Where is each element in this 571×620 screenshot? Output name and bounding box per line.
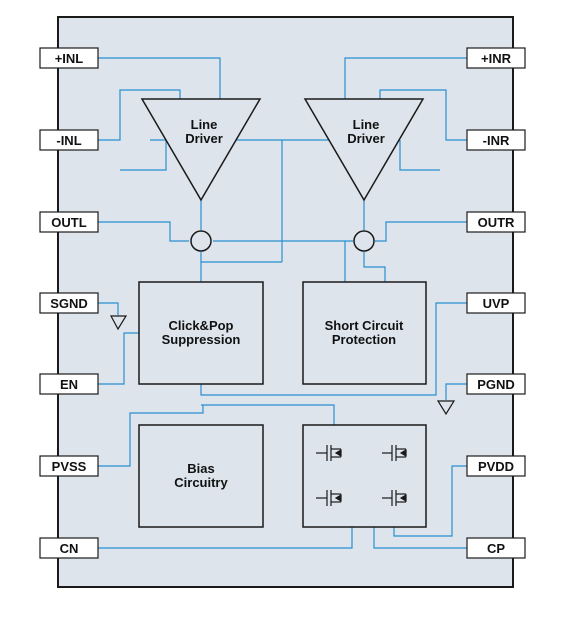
pin-box <box>466 47 526 69</box>
mosfet-icon <box>316 490 342 506</box>
pin-label-outr: OUTR <box>478 215 515 230</box>
pin-label-pgnd: PGND <box>477 377 515 392</box>
mosfet-icon <box>382 490 407 506</box>
click-pop-label-2: Suppression <box>162 332 241 347</box>
pin-label-pvss: PVSS <box>52 459 87 474</box>
pin-box <box>39 47 99 69</box>
pin-label-cp: CP <box>487 541 505 556</box>
bias-label-1: Bias <box>187 461 214 476</box>
line-driver-right-triangle <box>303 98 425 202</box>
pin-box <box>466 455 526 477</box>
ground-icon <box>109 315 128 331</box>
click-pop-label-1: Click&Pop <box>168 318 233 333</box>
pin-label-outl: OUTL <box>51 215 86 230</box>
mosfet-icon <box>316 445 342 461</box>
short-circuit-label-1: Short Circuit <box>325 318 404 333</box>
pin-label-inr-plus: +INR <box>481 51 512 66</box>
bias-block <box>138 424 264 528</box>
pin-box <box>39 537 99 559</box>
mosfet-icon <box>382 445 407 461</box>
chip-body <box>57 16 514 588</box>
line-driver-left-triangle <box>140 98 262 202</box>
pin-label-pvdd: PVDD <box>478 459 514 474</box>
pin-box <box>466 373 526 395</box>
line-driver-left-label-2: Driver <box>185 131 223 146</box>
pin-label-inl-plus: +INL <box>55 51 84 66</box>
pin-label-sgnd: SGND <box>50 296 88 311</box>
pin-box <box>39 292 99 314</box>
pin-label-inl-minus: -INL <box>56 133 81 148</box>
pin-box <box>39 455 99 477</box>
junction-right <box>353 230 375 252</box>
pin-label-cn: CN <box>60 541 79 556</box>
pin-box <box>466 129 526 151</box>
pin-box <box>466 211 526 233</box>
short-circuit-label-2: Protection <box>332 332 396 347</box>
switch-block <box>302 424 427 528</box>
line-driver-left-label-1: Line <box>191 117 218 132</box>
pin-box <box>39 211 99 233</box>
pin-label-en: EN <box>60 377 78 392</box>
line-driver-right-label-1: Line <box>353 117 380 132</box>
bias-label-2: Circuitry <box>174 475 228 490</box>
junction-left <box>190 230 212 252</box>
pin-label-uvp: UVP <box>483 296 510 311</box>
pin-box <box>39 373 99 395</box>
pins-left: +INL -INL OUTL SGND EN PVSS CN <box>39 47 99 559</box>
click-pop-block <box>138 281 264 385</box>
pin-box <box>39 129 99 151</box>
pins-right: +INR -INR OUTR UVP PGND PVDD CP <box>466 47 526 559</box>
pin-box <box>466 292 526 314</box>
pin-label-inr-minus: -INR <box>483 133 510 148</box>
ground-icon <box>436 400 456 416</box>
line-driver-right-label-2: Driver <box>347 131 385 146</box>
pin-box <box>466 537 526 559</box>
short-circuit-block <box>302 281 427 385</box>
